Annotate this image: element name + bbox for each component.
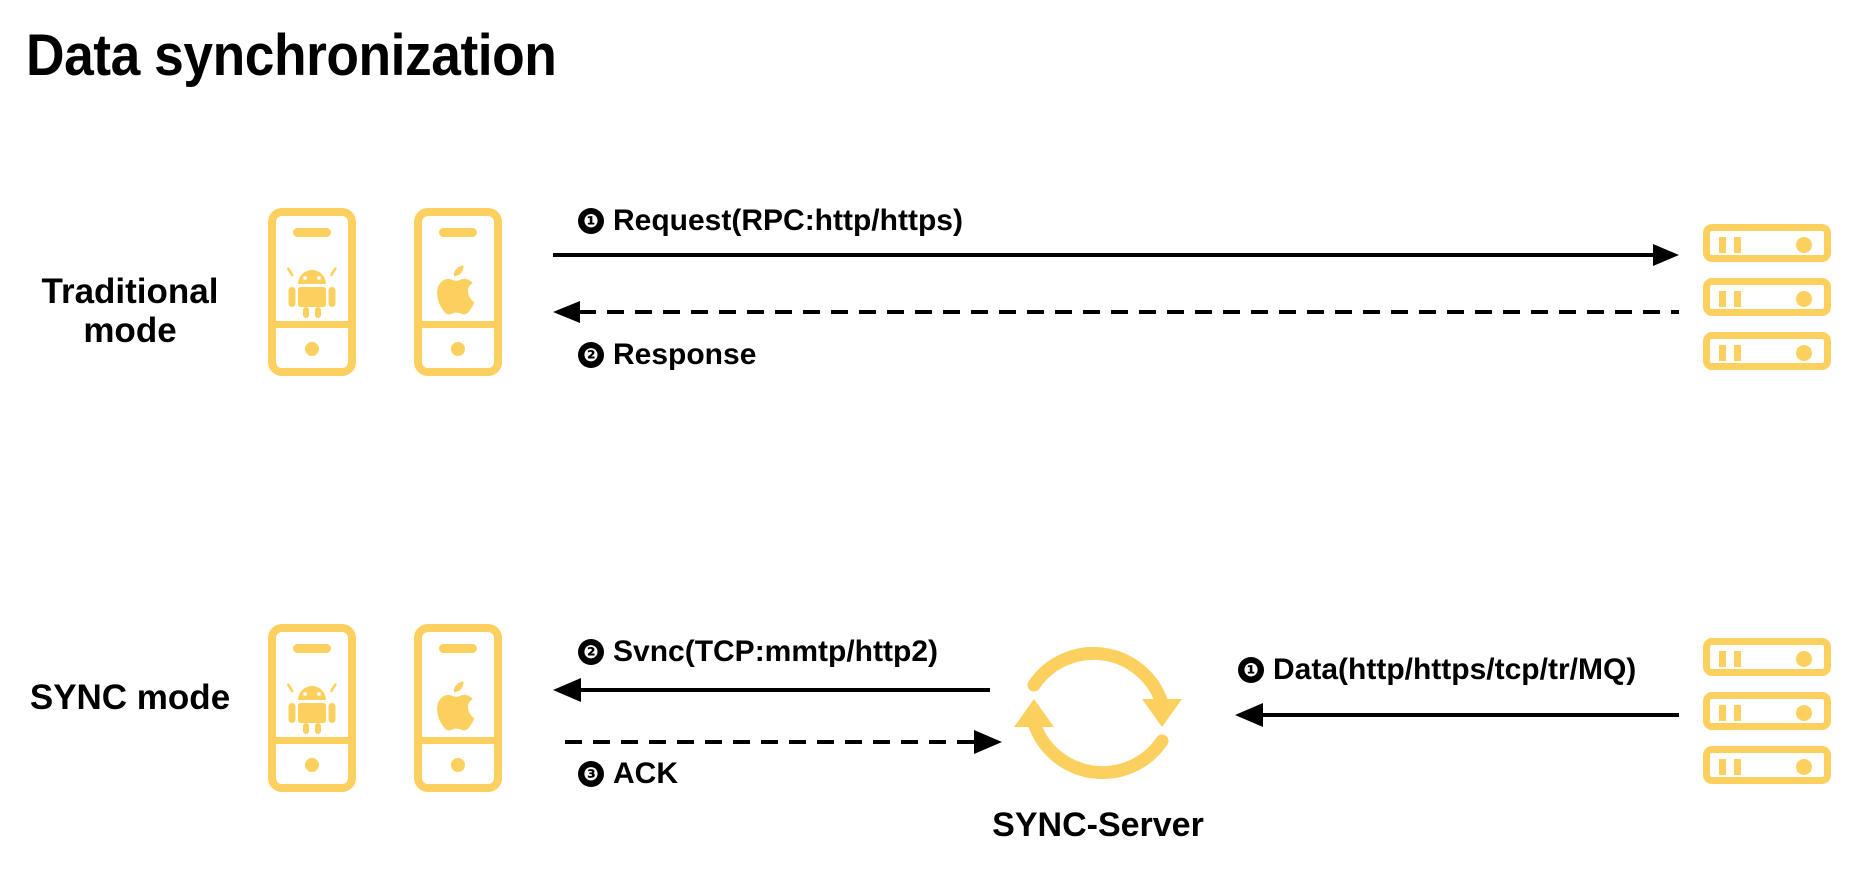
phone-home-button <box>451 342 465 356</box>
step-label-ack: ❸ ACK <box>578 757 678 791</box>
sync-circle-icon <box>1012 627 1184 799</box>
server-unit <box>1703 278 1831 316</box>
android-phone-traditional <box>268 208 356 376</box>
server-led-icon <box>1796 345 1812 361</box>
server-slot-icon <box>1734 291 1741 307</box>
server-slot-icon <box>1719 651 1726 667</box>
server-led-icon <box>1796 237 1812 253</box>
apple-icon <box>430 262 486 320</box>
server-unit <box>1703 224 1831 262</box>
step-text-data: Data(http/https/tcp/tr/MQ) <box>1273 653 1637 686</box>
step-text-response: Response <box>613 338 757 371</box>
server-led-icon <box>1796 291 1812 307</box>
apple-phone-traditional <box>414 208 502 376</box>
server-stack-sync <box>1703 638 1831 784</box>
step-badge-3: ❸ <box>578 761 604 787</box>
server-slot-icon <box>1734 237 1741 253</box>
response-arrow-left <box>553 297 1679 327</box>
step-text-sync: Svnc(TCP:mmtp/http2) <box>613 635 938 668</box>
step-text-request: Request(RPC:http/https) <box>613 204 963 237</box>
android-icon <box>284 678 340 736</box>
server-led-icon <box>1796 651 1812 667</box>
phone-divider <box>276 737 348 744</box>
phone-speaker-icon <box>293 644 331 653</box>
step-label-sync: ❷ Svnc(TCP:mmtp/http2) <box>578 635 938 669</box>
row-label-sync: SYNC mode <box>29 678 231 717</box>
server-unit <box>1703 638 1831 676</box>
step-badge-1: ❶ <box>1238 657 1264 683</box>
android-phone-sync <box>268 624 356 792</box>
server-slot-icon <box>1734 705 1741 721</box>
server-unit <box>1703 692 1831 730</box>
phone-speaker-icon <box>439 228 477 237</box>
apple-icon <box>430 678 486 736</box>
apple-phone-sync <box>414 624 502 792</box>
phone-speaker-icon <box>439 644 477 653</box>
phone-divider <box>276 321 348 328</box>
page-title: Data synchronization <box>26 23 557 88</box>
data-arrow-left <box>1235 700 1679 730</box>
server-led-icon <box>1796 705 1812 721</box>
step-badge-1: ❶ <box>578 208 604 234</box>
phone-home-button <box>305 342 319 356</box>
step-label-request: ❶ Request(RPC:http/https) <box>578 204 963 238</box>
step-text-ack: ACK <box>613 757 678 790</box>
phone-divider <box>422 321 494 328</box>
step-badge-2: ❷ <box>578 639 604 665</box>
sync-arrow-left <box>553 675 990 705</box>
step-label-data: ❶ Data(http/https/tcp/tr/MQ) <box>1238 653 1636 687</box>
ack-arrow-right <box>565 727 1002 757</box>
phone-home-button <box>305 758 319 772</box>
sync-server-caption: SYNC-Server <box>992 806 1204 844</box>
step-label-response: ❷ Response <box>578 338 756 372</box>
phone-divider <box>422 737 494 744</box>
request-arrow-right <box>553 240 1679 270</box>
phone-speaker-icon <box>293 228 331 237</box>
server-slot-icon <box>1719 345 1726 361</box>
server-slot-icon <box>1734 759 1741 775</box>
server-slot-icon <box>1719 705 1726 721</box>
android-icon <box>284 262 340 320</box>
step-badge-2: ❷ <box>578 342 604 368</box>
row-label-traditional: Traditional mode <box>41 272 219 351</box>
server-slot-icon <box>1719 759 1726 775</box>
server-unit <box>1703 746 1831 784</box>
phone-home-button <box>451 758 465 772</box>
server-stack-traditional <box>1703 224 1831 370</box>
server-unit <box>1703 332 1831 370</box>
server-slot-icon <box>1719 291 1726 307</box>
server-slot-icon <box>1734 345 1741 361</box>
server-slot-icon <box>1734 651 1741 667</box>
server-led-icon <box>1796 759 1812 775</box>
server-slot-icon <box>1719 237 1726 253</box>
